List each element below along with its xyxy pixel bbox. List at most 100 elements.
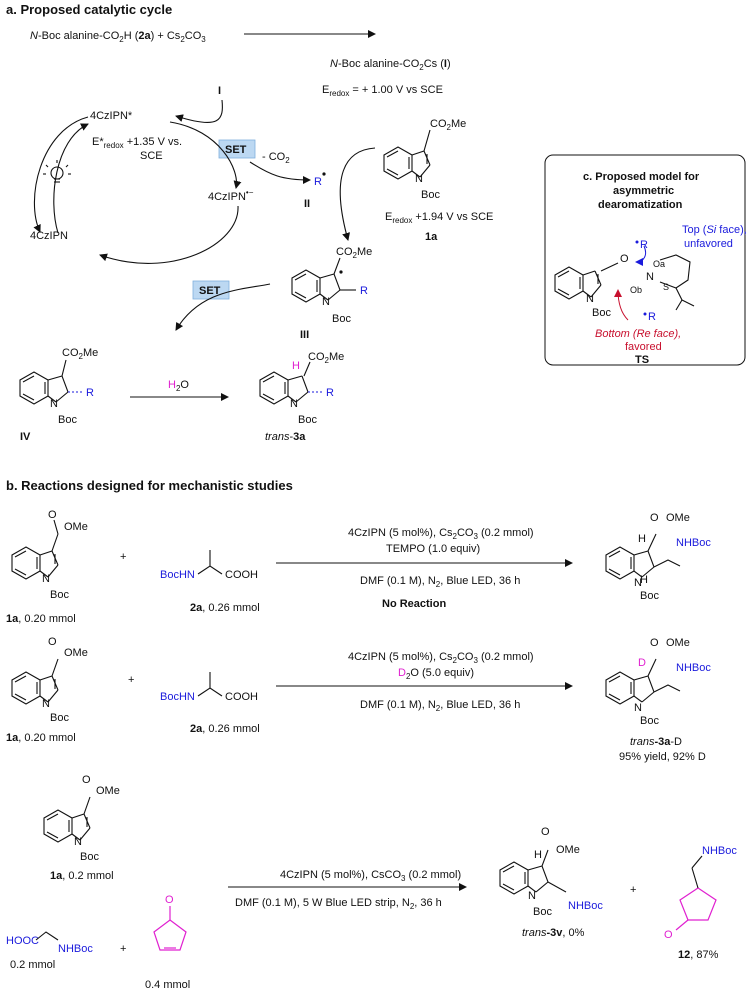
rxn2-plus: + [128,674,134,686]
ts-N2: N [646,271,654,283]
rxn1-aa-name: BocHN [160,569,195,581]
rxn1-N: N [42,573,50,585]
co2me-III: CO2Me [336,246,372,260]
rxn3-O: O [82,774,91,786]
section-c-title-1: c. Proposed model for [583,171,700,183]
cat-ground-state: 4CzIPN [30,230,68,242]
ts-methyl-2 [675,299,683,311]
rxn3-prod-H: H [534,849,542,861]
rxn3-prod-N: N [528,890,536,902]
rxn1-prod-ester [647,533,657,552]
rxn1-prod-OMe: OMe [666,512,690,524]
arrow-to-radical [249,161,311,184]
ester-bond-1a [423,129,431,152]
eq1-reactant: N-Boc alanine-CO2H (2a) + Cs2CO3 [30,30,206,44]
rxn2-prod-boc: Boc [640,715,659,727]
eredox-1: Eredox = + 1.00 V vs SCE [322,84,443,98]
ts-carbonyl [600,262,619,272]
rxn2-ester-bond [51,658,59,677]
ts-methyl-1 [675,287,683,301]
rxn3-gly-bonds [35,931,59,941]
rxn2-OMe: OMe [64,647,88,659]
3a-R: R [326,387,334,399]
indoline-IV [19,371,69,405]
rxn1-result: No Reaction [382,598,446,610]
boc-3a: Boc [298,414,317,426]
rxn2-boc: Boc [50,712,69,724]
rxn3-gly-nhboc: NHBoc [58,943,93,955]
ts-O: O [620,253,629,265]
ts-R-bottom: R [648,311,656,323]
ts-R-top: R [640,239,648,251]
rxn2-prod-chain [653,684,681,693]
rxn2-prod-yield: 95% yield, 92% D [619,751,706,763]
eredox-2: Eredox +1.94 V vs SCE [385,211,493,225]
rxn3-enone [153,919,187,951]
rxn1-aa-cooh: COOH [225,569,258,581]
co2me-IV: CO2Me [62,347,98,361]
rxn3-prod-OMe: OMe [556,844,580,856]
rxn1-boc: Boc [50,589,69,601]
rxn2-N: N [42,698,50,710]
rxn1-sm-label: 1a, 0.20 mmol [6,613,76,625]
rxn1-O: O [48,509,57,521]
ts-boc: Boc [592,307,611,319]
rxn2-indole [11,671,59,705]
rxn3-prod-boc: Boc [533,906,552,918]
bottom-face-label-2: favored [625,341,662,353]
rxn2-cond3: DMF (0.1 M), N2, Blue LED, 36 h [360,699,520,713]
label-III: III [300,329,309,341]
boc-III: Boc [332,313,351,325]
rxn2-O: O [48,636,57,648]
section-a-title: a. Proposed catalytic cycle [6,2,172,17]
rxn1-prod-N: N [634,577,642,589]
set-label-1: SET [225,144,247,156]
rxn3-OMe: OMe [96,785,120,797]
rxn3-plus-2: + [630,884,636,896]
set-label-2: SET [199,285,221,297]
cat-estar-redox: E*redox +1.35 V vs. [92,136,182,150]
cycle-arrow-up-outer [33,116,89,233]
top-face-label-2: unfavored [684,238,733,250]
rxn1-aa-label: 2a, 0.26 mmol [190,602,260,614]
ts-Oa: Oa [653,259,665,269]
rxn1-prod-O: O [650,512,659,524]
bottom-face-label: Bottom (Re face), [595,328,681,340]
rxn3-cond2: DMF (0.1 M), 5 W Blue LED strip, N2, 36 … [235,897,442,911]
rxn2-prod-D: D [638,657,646,669]
section-c-title-3: dearomatization [598,199,683,211]
cat-estar-scE: SCE [140,150,163,162]
rxn3-enone-O: O [165,894,174,906]
set-box-1 [218,139,256,159]
rxn1-prod-boc: Boc [640,590,659,602]
rxn3-product-3v [499,861,549,895]
cat-radical-anion: 4CzIPN•− [208,188,254,203]
rxn2-aa-label: 2a, 0.26 mmol [190,723,260,735]
ts-bottom-arrow [614,289,629,321]
section-c-title-2: asymmetric [613,185,674,197]
N-IV: N [50,398,58,410]
eq1-product: N-Boc alanine-CO2Cs (I) [330,58,451,72]
indole-1a [383,146,431,180]
rxn3-ester-bond [83,796,91,815]
water-label: H2O [168,379,189,393]
label-trans-3a: trans-3a [265,431,306,443]
rxn1-cond1: 4CzIPN (5 mol%), Cs2CO3 (0.2 mmol) [348,527,534,541]
top-face-label: Top (Si face), [682,224,747,236]
label-TS: TS [635,354,649,366]
ts-top-arrow [635,245,647,266]
rxn1-ester-bond [51,533,59,552]
ester-bond-IV [61,359,67,377]
rxn1-prod-chain [653,559,681,568]
rxn3-enone-amt: 0.4 mmol [145,979,190,991]
IV-R: R [86,387,94,399]
rxn3-indole [43,809,91,843]
product-12-nhboc: NHBoc [702,845,737,857]
H-3a: H [292,360,300,372]
product-12-co [675,919,689,931]
rxn2-cond2: D2O (5.0 equiv) [398,667,474,681]
minus-co2: - CO2 [262,151,290,165]
arrow-III-to-IV [175,283,271,331]
arrow-to-III [339,147,376,241]
ts-S: S [663,282,669,292]
